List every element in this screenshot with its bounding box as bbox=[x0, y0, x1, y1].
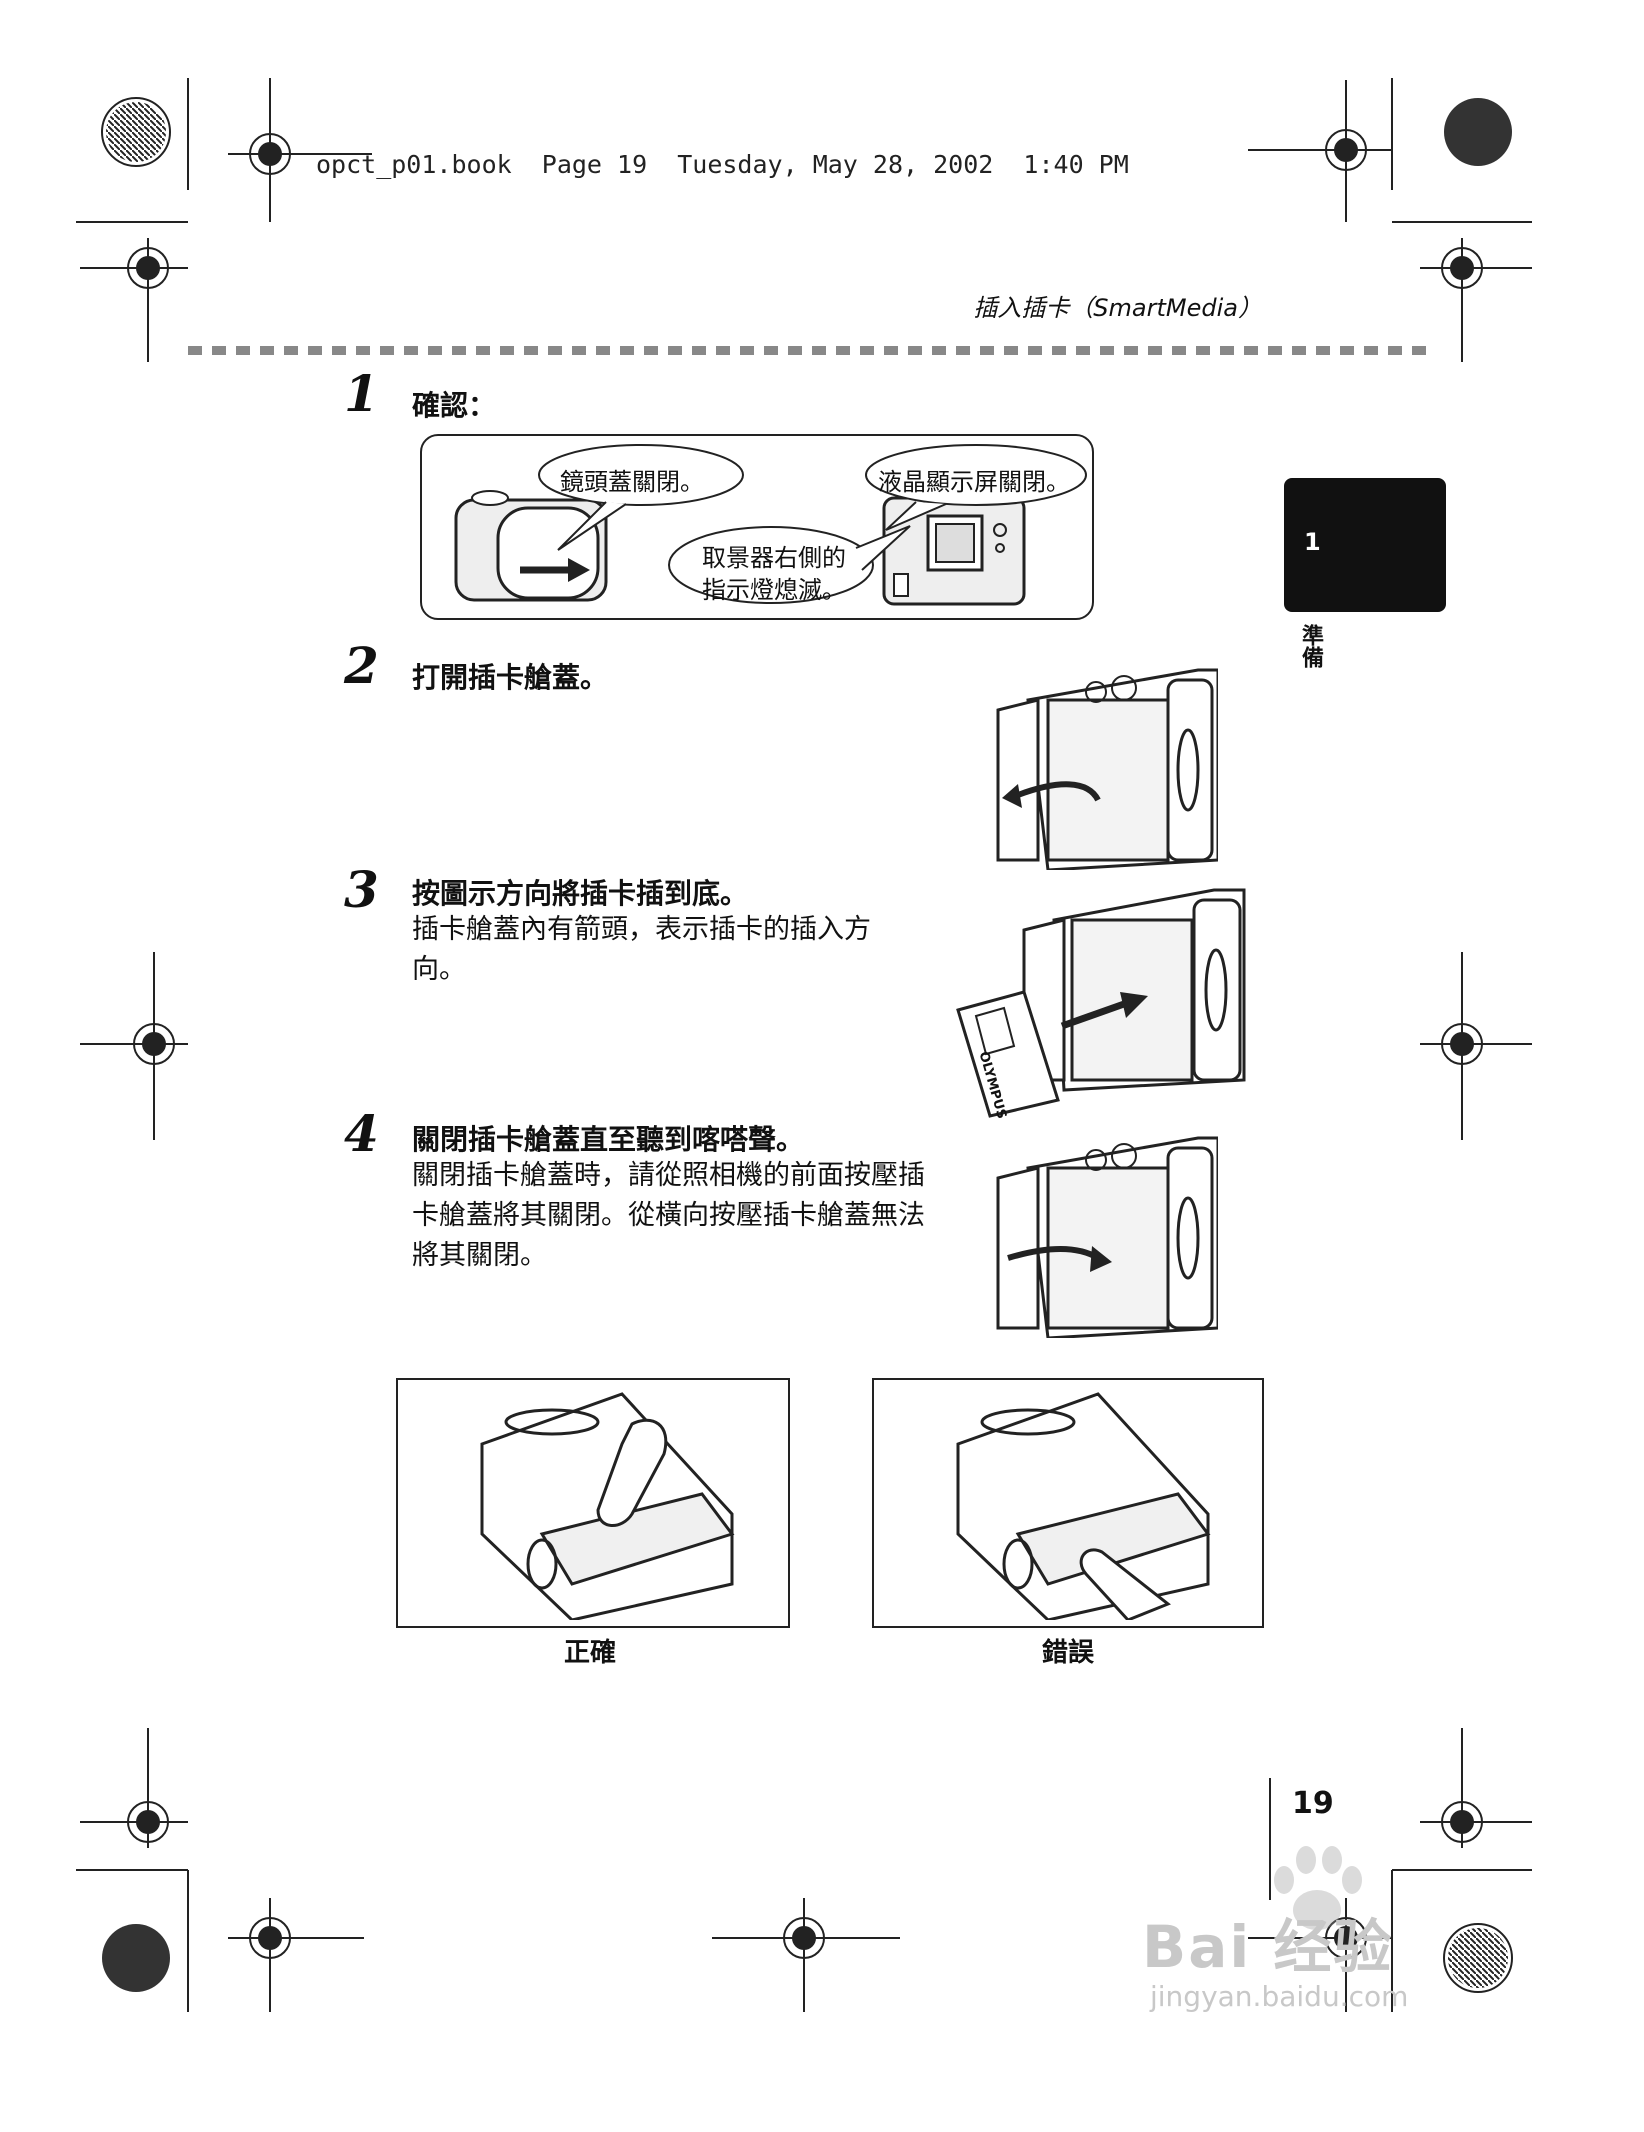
caption-correct: 正確 bbox=[564, 1638, 617, 1668]
watermark-logo: Bai 经验 bbox=[1142, 1913, 1394, 1981]
chapter-number: 1 bbox=[1304, 528, 1321, 556]
camera-front-illustration bbox=[454, 490, 608, 602]
callout-lens-cover: 鏡頭蓋關閉。 bbox=[560, 468, 704, 496]
wrong-illustration bbox=[956, 1392, 1211, 1620]
step-number-1: 1 bbox=[344, 364, 379, 423]
close-cover-illustration bbox=[996, 1136, 1218, 1338]
callout-bubbles bbox=[538, 444, 1087, 604]
caption-wrong: 錯誤 bbox=[1042, 1638, 1095, 1668]
callout-lcd: 液晶顯示屏關閉。 bbox=[878, 468, 1070, 496]
callout-indicator-line1: 取景器右側的 bbox=[702, 544, 846, 572]
correct-illustration-frame bbox=[396, 1378, 790, 1628]
step-number-2: 2 bbox=[344, 636, 379, 695]
check-illustration-frame bbox=[420, 434, 1094, 620]
paw-icon bbox=[1274, 1846, 1362, 1930]
file-header: opct_p01.book Page 19 Tuesday, May 28, 2… bbox=[316, 150, 1129, 179]
step-body-3: 插卡艙蓋內有箭頭，表示插卡的插入方向。 bbox=[412, 914, 871, 985]
dashed-divider bbox=[188, 346, 1430, 355]
step-number-4: 4 bbox=[344, 1104, 379, 1163]
page-number: 19 bbox=[1292, 1786, 1334, 1821]
chapter-label: 準備 bbox=[1298, 624, 1323, 668]
step-title-2: 打開插卡艙蓋。 bbox=[412, 661, 609, 694]
open-cover-illustration bbox=[996, 668, 1218, 870]
watermark-url: jingyan.baidu.com bbox=[1150, 1980, 1409, 2013]
step-title-3: 按圖示方向將插卡插到底。 bbox=[412, 877, 749, 910]
insert-card-illustration bbox=[956, 888, 1246, 1118]
step-title-4: 關閉插卡艙蓋直至聽到喀嗒聲。 bbox=[412, 1123, 805, 1156]
step-title-1: 確認： bbox=[412, 389, 497, 422]
section-title: 插入插卡（SmartMedia） bbox=[973, 294, 1262, 322]
camera-back-illustration bbox=[882, 496, 1026, 606]
step-body-4: 關閉插卡艙蓋時，請從照相機的前面按壓插卡艙蓋將其關閉。從橫向按壓插卡艙蓋無法將其… bbox=[412, 1160, 925, 1271]
callout-indicator-line2: 指示燈熄滅。 bbox=[702, 576, 846, 604]
chapter-tab bbox=[1284, 478, 1446, 612]
correct-illustration bbox=[480, 1392, 735, 1620]
wrong-illustration-frame bbox=[872, 1378, 1264, 1628]
step-number-3: 3 bbox=[344, 860, 379, 919]
